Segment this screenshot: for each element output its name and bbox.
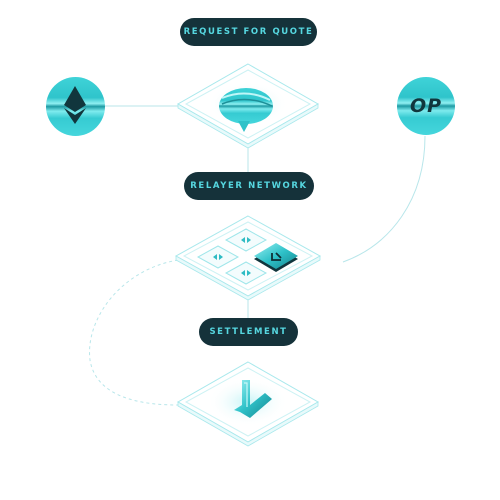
relayer-node — [196, 245, 240, 269]
across-logo-icon — [234, 380, 272, 418]
chat-bubble-icon — [219, 88, 273, 132]
relayer-node — [224, 261, 268, 285]
request-for-quote-text: REQUEST FOR QUOTE — [183, 27, 314, 37]
relayer-node-active — [254, 243, 298, 272]
settlement-text: SETTLEMENT — [209, 327, 288, 337]
relayer-network-label: RELAYER NETWORK — [184, 172, 314, 200]
settlement-label: SETTLEMENT — [199, 318, 298, 346]
connector-relayer-to-settlement-curve — [89, 259, 179, 406]
relayer-node — [224, 228, 268, 252]
relayer-network-text: RELAYER NETWORK — [190, 181, 308, 191]
request-for-quote-label: REQUEST FOR QUOTE — [180, 18, 317, 46]
connector-op-to-relayer — [342, 135, 426, 263]
ethereum-icon — [64, 86, 86, 124]
optimism-badge-bg — [397, 77, 455, 135]
optimism-badge: OP — [397, 77, 455, 135]
relayer-platform — [174, 215, 322, 301]
optimism-icon-label: OP — [409, 95, 443, 117]
